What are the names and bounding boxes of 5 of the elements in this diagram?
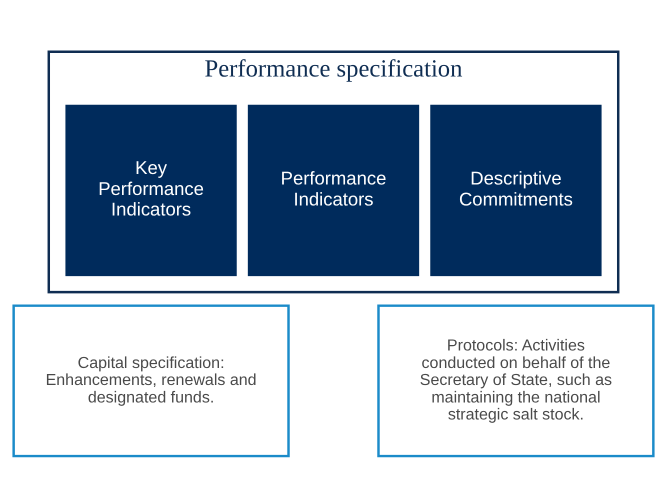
node-box: Performance Indicators: [248, 104, 420, 276]
node-box: Capital specification: Enhancements, renewals and designated funds.: [12, 304, 290, 457]
node-box: Key Performance Indicators: [65, 104, 237, 276]
node-box: Descriptive Commitments: [430, 104, 602, 276]
node-box: Protocols: Activities conducted on behalf of the Secretary of State, such as maintaining the national strategic salt stock.: [377, 304, 655, 457]
